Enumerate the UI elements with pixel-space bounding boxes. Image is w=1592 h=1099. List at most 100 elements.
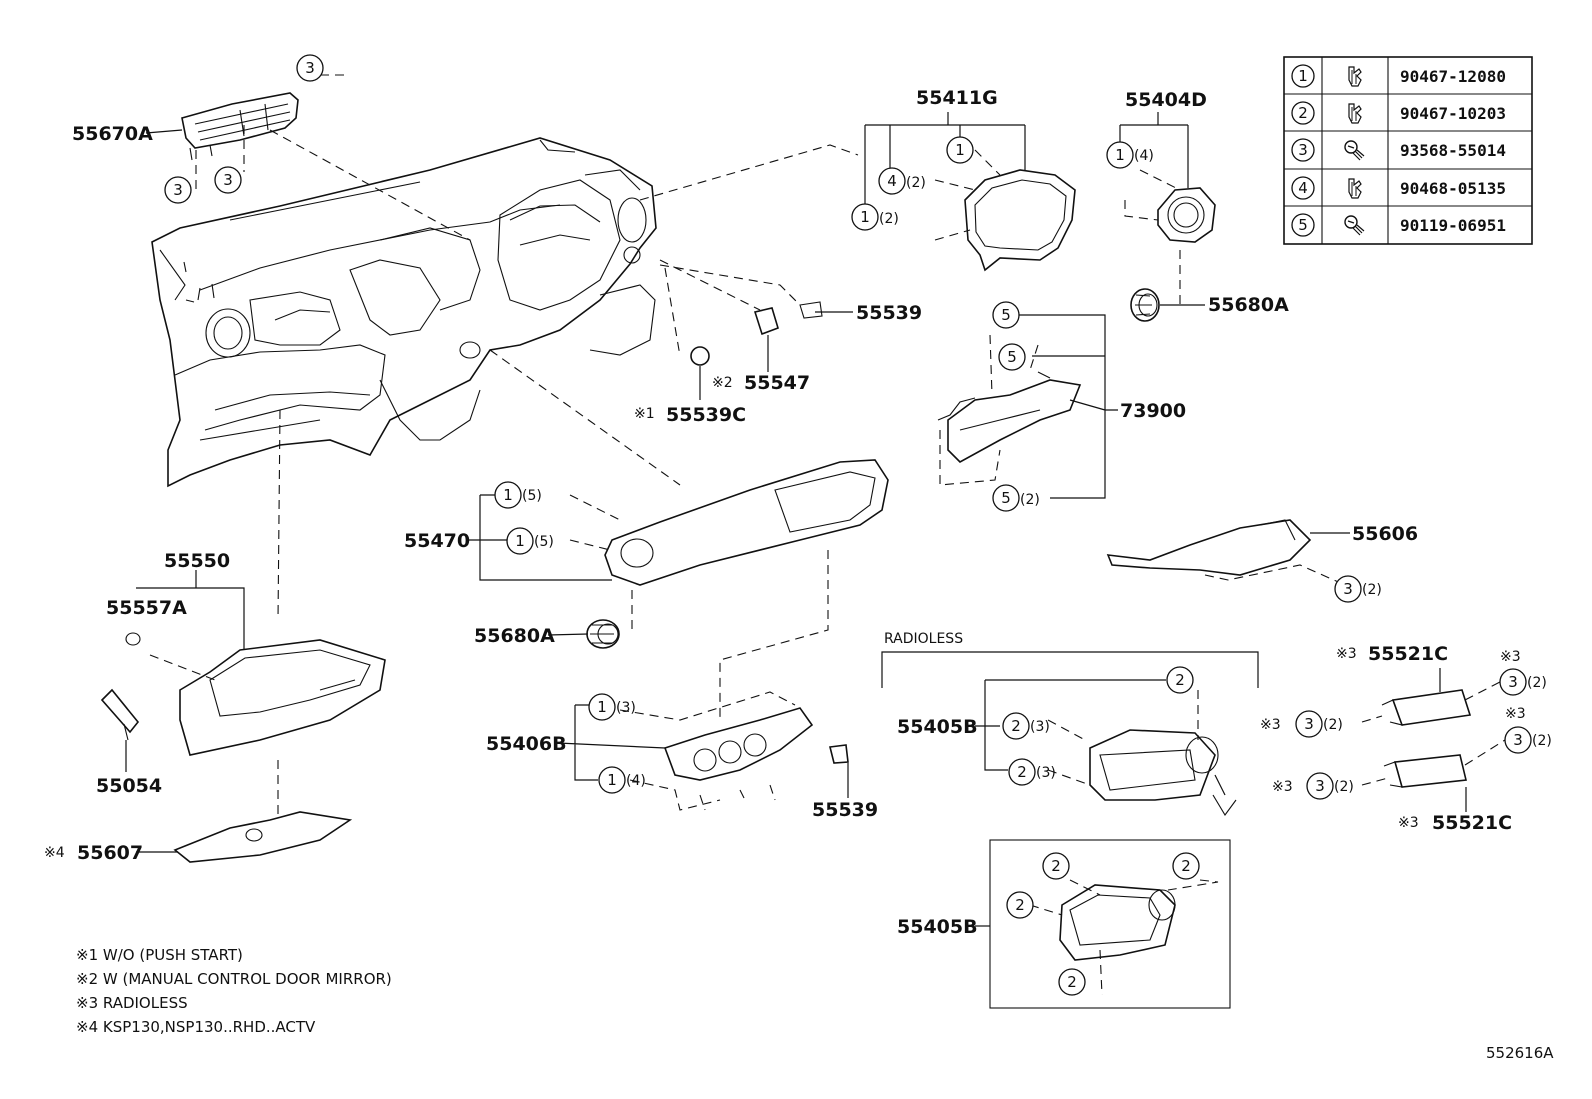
mark-4: ※4: [44, 845, 65, 861]
svg-text:2: 2: [1175, 671, 1185, 689]
svg-text:1: 1: [955, 141, 965, 159]
mark-3-c: ※3: [1260, 717, 1281, 733]
55521c-switch-blanks: [1381, 689, 1472, 788]
fastener-3-bracket: 3: [1334, 575, 1362, 603]
svg-text:(5): (5): [534, 534, 554, 550]
svg-text:1: 1: [860, 208, 870, 226]
clip-icon: [1348, 66, 1362, 87]
55670a-side-vent: [181, 92, 299, 161]
footnote-2: ※2 W (MANUAL CONTROL DOOR MIRROR): [76, 970, 392, 988]
svg-text:(4): (4): [1134, 148, 1154, 164]
callout-55539-top: 55539: [856, 302, 922, 324]
fastener-2-radio-b: 2: [1008, 758, 1036, 786]
callout-73900: 73900: [1120, 400, 1186, 422]
leader-lines: [125, 112, 1467, 927]
svg-text:(2): (2): [1527, 675, 1547, 691]
fastener-table: 1 90467-12080 2 90467-10203 3 93568-5501…: [1283, 56, 1533, 245]
callout-55539-bottom: 55539: [812, 799, 878, 821]
callout-55607: 55607: [77, 842, 143, 864]
svg-text:(2): (2): [1334, 779, 1354, 795]
svg-text:3: 3: [1343, 580, 1353, 598]
55606-bracket: [1106, 519, 1312, 576]
svg-text:2: 2: [1298, 104, 1308, 122]
fastener-2-inset-a: 2: [1042, 852, 1070, 880]
fastener-table-row-4: 4 90468-05135: [1291, 176, 1506, 200]
fastener-1-hood-left: 1: [851, 203, 879, 231]
svg-text:93568-55014: 93568-55014: [1400, 141, 1506, 160]
fastener-markers: 3 3 3 1 4 1 1 5 5 5 1 1 3 1 1 2 2 2 2 2 …: [164, 54, 1532, 996]
svg-text:90467-12080: 90467-12080: [1400, 67, 1506, 86]
svg-text:(4): (4): [626, 773, 646, 789]
fastener-3-b: 3: [164, 176, 192, 204]
fastener-1-hood-top: 1: [946, 136, 974, 164]
fastener-1-panel-a: 1: [494, 481, 522, 509]
quantity-labels: (2) (2) (4) (2) (5) (5) (2) (3) (4) (3) …: [522, 148, 1552, 795]
svg-text:5: 5: [1001, 489, 1011, 507]
radioless-label: RADIOLESS: [884, 631, 963, 647]
svg-text:3: 3: [1304, 715, 1314, 733]
mark-1: ※1: [634, 406, 655, 422]
footnotes: ※1 W/O (PUSH START) ※2 W (MANUAL CONTROL…: [76, 946, 1554, 1062]
mark-2: ※2: [712, 375, 733, 391]
svg-text:2: 2: [1017, 763, 1027, 781]
svg-text:(3): (3): [1030, 719, 1050, 735]
small-switches: [690, 301, 849, 764]
callout-55521c-top: 55521C: [1368, 643, 1448, 665]
svg-text:1: 1: [515, 532, 525, 550]
55607-lower-trim: [173, 811, 353, 863]
screw-icon: [1344, 140, 1365, 161]
screw-icon: [1344, 215, 1365, 236]
fastener-1-base-b: 1: [598, 766, 626, 794]
55680a-round-vent-upper: [1130, 288, 1160, 322]
73900-lower-panel: [937, 371, 1082, 463]
fastener-2-inset-d: 2: [1058, 968, 1086, 996]
callout-55680a-upper: 55680A: [1208, 294, 1289, 316]
fastener-3-a: 3: [296, 54, 324, 82]
svg-text:5: 5: [1001, 306, 1011, 324]
fastener-2-inset-b: 2: [1172, 852, 1200, 880]
svg-text:1: 1: [1115, 146, 1125, 164]
svg-text:(3): (3): [616, 700, 636, 716]
55406b-switch-base: [663, 707, 814, 781]
callout-55405b-inset: 55405B: [897, 916, 978, 938]
assembly-guides: [149, 74, 1506, 996]
fastener-5-c: 5: [992, 484, 1020, 512]
footnote-3: ※3 RADIOLESS: [76, 994, 188, 1012]
fastener-table-row-3: 3 93568-55014: [1291, 138, 1506, 162]
svg-text:3: 3: [305, 59, 315, 77]
55054-damper: [100, 688, 140, 741]
callout-55557a: 55557A: [106, 597, 187, 619]
clip-icon: [1348, 103, 1362, 124]
fastener-2-radio-top: 2: [1166, 666, 1194, 694]
svg-text:(3): (3): [1036, 765, 1056, 781]
callout-55539c: 55539C: [666, 404, 746, 426]
svg-text:1: 1: [597, 698, 607, 716]
mark-3-f: ※3: [1398, 815, 1419, 831]
instrument-panel-drawing: [151, 137, 657, 488]
fastener-table-row-2: 2 90467-10203: [1291, 101, 1506, 125]
55470-center-panel: [604, 459, 889, 586]
svg-text:(5): (5): [522, 488, 542, 504]
svg-text:4: 4: [887, 172, 897, 190]
55404d-center-vent: [1157, 187, 1216, 243]
55405b-radio-bezel: [1089, 729, 1237, 816]
svg-text:90119-06951: 90119-06951: [1400, 216, 1506, 235]
svg-text:3: 3: [173, 181, 183, 199]
fastener-5-a: 5: [992, 301, 1020, 329]
fastener-3-blank-b: 3: [1306, 772, 1334, 800]
svg-text:3: 3: [1508, 673, 1518, 691]
55680a-round-vent-lower: [586, 619, 620, 649]
svg-text:(2): (2): [1020, 492, 1040, 508]
footnote-4: ※4 KSP130,NSP130..RHD..ACTV: [76, 1018, 316, 1036]
callout-55680a-lower: 55680A: [474, 625, 555, 647]
clip-icon: [1348, 178, 1362, 199]
fastener-2-radio-a: 2: [1002, 712, 1030, 740]
callout-55606: 55606: [1352, 523, 1418, 545]
svg-text:3: 3: [1298, 141, 1308, 159]
fastener-3-blank-d: 3: [1504, 726, 1532, 754]
callout-55521c-bottom: 55521C: [1432, 812, 1512, 834]
callout-55547: 55547: [744, 372, 810, 394]
svg-text:(2): (2): [1323, 717, 1343, 733]
svg-text:90467-10203: 90467-10203: [1400, 104, 1506, 123]
